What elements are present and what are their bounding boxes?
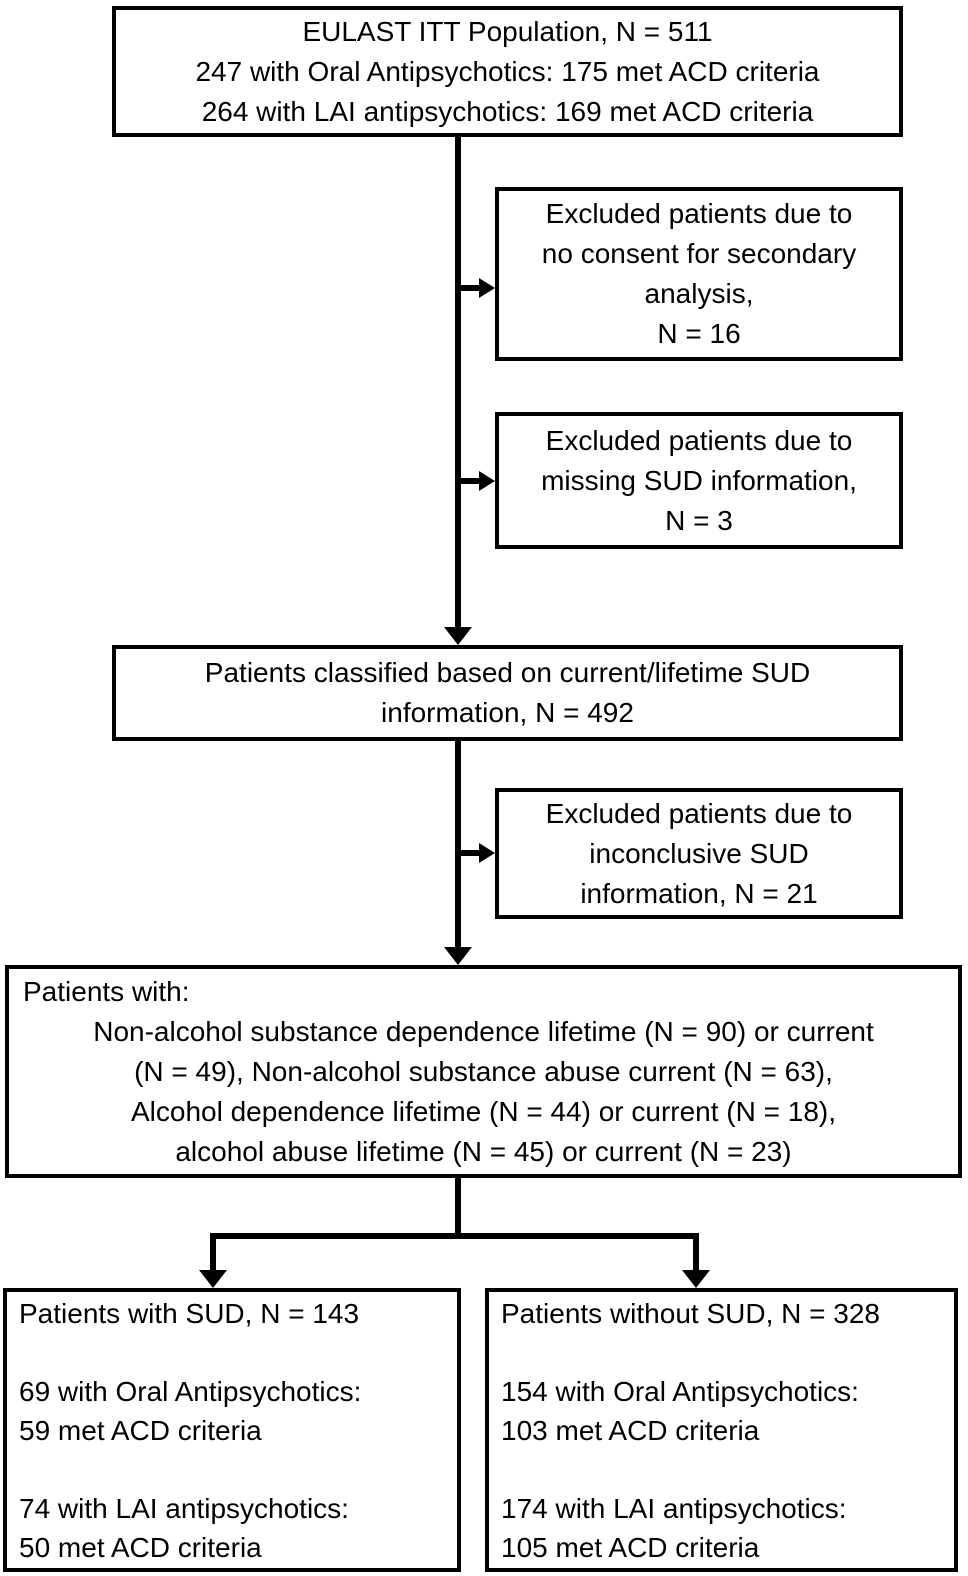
box-patients-classified-text: Patients classified based on current/lif…: [204, 657, 811, 728]
box-eulast-itt-population: EULAST ITT Population, N = 511 247 with …: [112, 6, 903, 137]
arrowhead-down-classified-icon: [444, 627, 472, 645]
box-excluded-no-consent: Excluded patients due to no consent for …: [495, 187, 903, 361]
connector-branch-missing: [455, 478, 483, 484]
box-patients-with-sud: Patients with SUD, N = 143 69 with Oral …: [3, 1288, 461, 1572]
arrowhead-down-without-sud-icon: [682, 1270, 710, 1288]
box-patients-with-sud-text: Patients with SUD, N = 143 69 with Oral …: [19, 1297, 362, 1563]
connector-stem-middle: [455, 741, 461, 948]
box-excluded-missing-sud-text: Excluded patients due to missing SUD inf…: [541, 424, 857, 536]
connector-drop-right: [693, 1233, 699, 1272]
connector-stem-top: [455, 137, 461, 628]
connector-drop-left: [210, 1233, 216, 1272]
arrowhead-down-with-sud-icon: [199, 1270, 227, 1288]
box-sud-detail-heading: Patients with:: [23, 975, 190, 1007]
connector-branch-consent: [455, 285, 483, 291]
box-excluded-missing-sud: Excluded patients due to missing SUD inf…: [495, 412, 903, 549]
arrowhead-down-detail-icon: [444, 947, 472, 965]
box-eulast-itt-population-text: EULAST ITT Population, N = 511 247 with …: [195, 15, 820, 127]
box-excluded-inconclusive-sud: Excluded patients due to inconclusive SU…: [495, 788, 903, 919]
arrowhead-right-inconclusive-icon: [479, 843, 495, 863]
arrowhead-right-consent-icon: [479, 278, 495, 298]
box-excluded-no-consent-text: Excluded patients due to no consent for …: [541, 198, 857, 349]
box-patients-without-sud-text: Patients without SUD, N = 328 154 with O…: [501, 1297, 880, 1563]
box-patients-without-sud: Patients without SUD, N = 328 154 with O…: [485, 1288, 958, 1572]
connector-split-bar: [210, 1233, 699, 1239]
connector-branch-inconclusive: [455, 850, 483, 856]
box-patients-classified: Patients classified based on current/lif…: [112, 645, 903, 741]
box-sud-detail-text: Non-alcohol substance dependence lifetim…: [93, 1015, 874, 1167]
connector-stem-bottom: [455, 1178, 461, 1239]
box-sud-detail: Patients with: Non-alcohol substance dep…: [5, 965, 962, 1178]
arrowhead-right-missing-icon: [479, 471, 495, 491]
box-excluded-inconclusive-sud-text: Excluded patients due to inconclusive SU…: [545, 797, 853, 909]
